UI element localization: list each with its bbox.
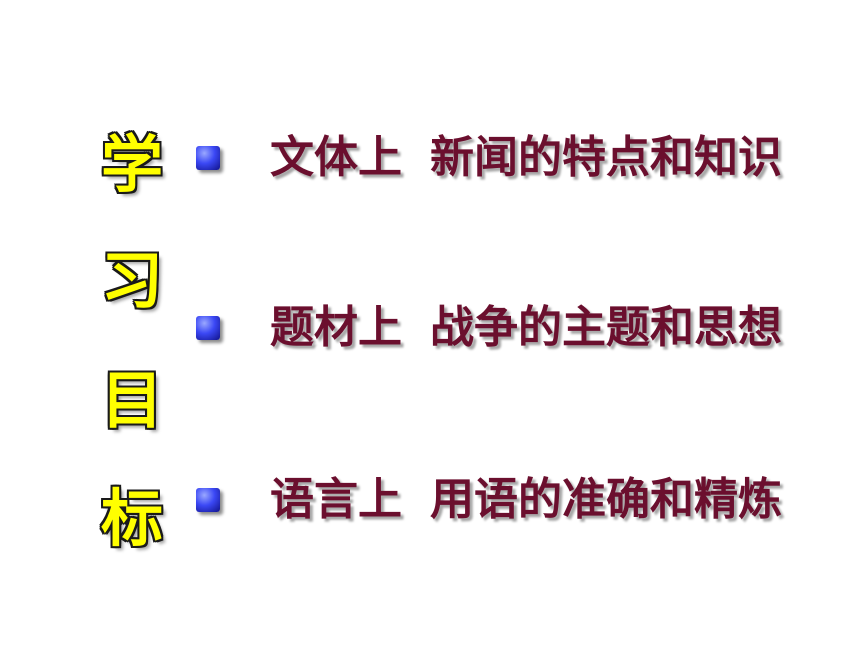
- objective-text: 文体上新闻的特点和知识: [270, 128, 782, 188]
- objective-aspect: 语言上: [270, 474, 402, 525]
- objective-text: 语言上用语的准确和精炼: [270, 470, 782, 530]
- objective-detail: 战争的主题和思想: [430, 302, 782, 353]
- objective-text: 题材上战争的主题和思想: [270, 298, 782, 358]
- title-char: 习: [100, 244, 163, 317]
- blue-square-bullet-icon: [196, 316, 220, 340]
- title-char: 标: [100, 482, 163, 555]
- objective-item: 文体上新闻的特点和知识: [196, 128, 836, 188]
- title-char: 学: [100, 128, 163, 201]
- objective-aspect: 题材上: [270, 302, 402, 353]
- objective-aspect: 文体上: [270, 132, 402, 183]
- objective-detail: 新闻的特点和知识: [430, 132, 782, 183]
- title-char: 目: [100, 364, 163, 437]
- objective-detail: 用语的准确和精炼: [430, 474, 782, 525]
- objective-item: 题材上战争的主题和思想: [196, 298, 836, 358]
- blue-square-bullet-icon: [196, 488, 220, 512]
- objective-item: 语言上用语的准确和精炼: [196, 470, 836, 530]
- blue-square-bullet-icon: [196, 146, 220, 170]
